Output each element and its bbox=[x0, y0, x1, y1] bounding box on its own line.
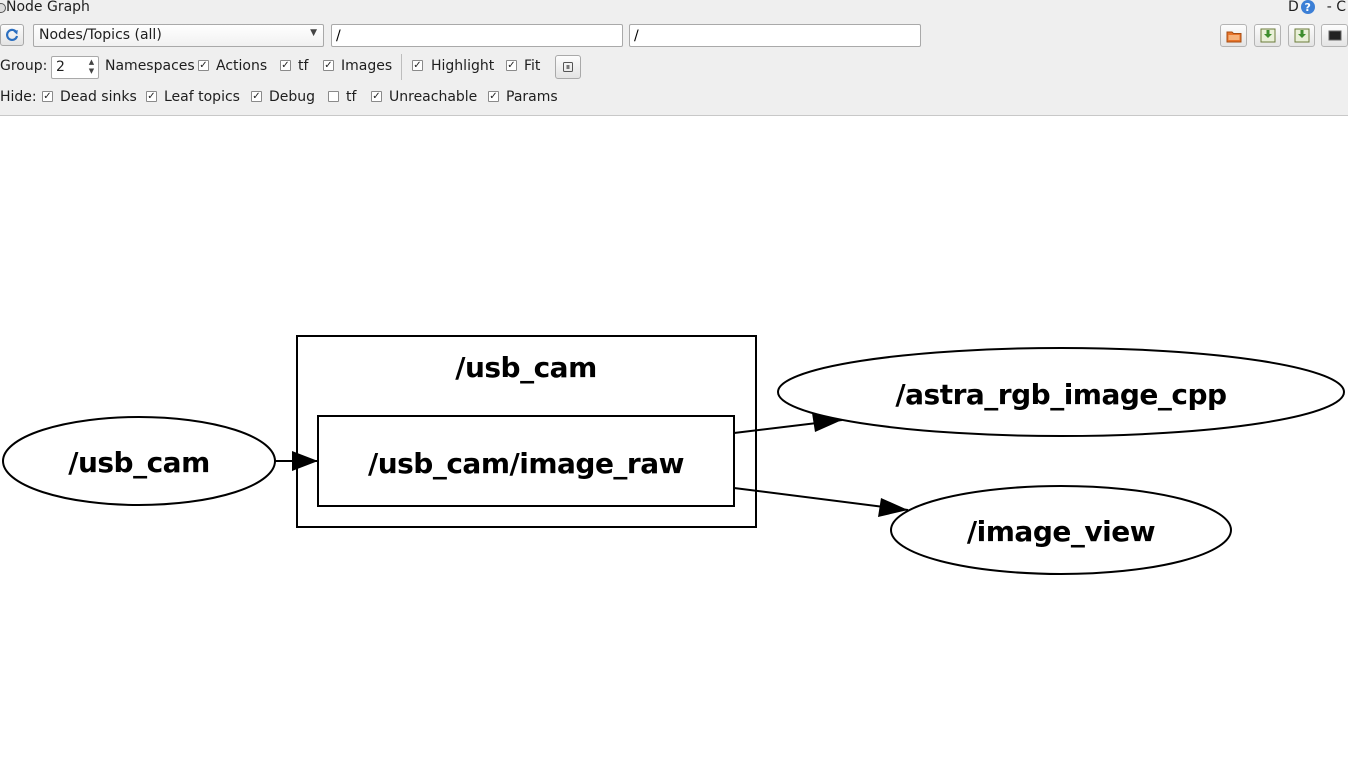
images-checkbox[interactable]: ✓ bbox=[323, 60, 334, 71]
node-astra-label: /astra_rgb_image_cpp bbox=[895, 378, 1226, 411]
window-title: Node Graph bbox=[6, 0, 90, 15]
toolbar: Node Graph D ? - C Nodes/Topics (all) ▼ bbox=[0, 0, 1348, 116]
title-bar: Node Graph D ? - C bbox=[0, 0, 1348, 16]
monitor-icon bbox=[1328, 30, 1341, 41]
edge-arrowhead bbox=[878, 498, 908, 517]
minimize-button[interactable]: - C bbox=[1326, 0, 1346, 15]
cluster-label: /usb_cam bbox=[455, 351, 597, 384]
hide-tf-label: tf bbox=[346, 89, 357, 105]
namespaces-label: Namespaces bbox=[105, 58, 195, 74]
help-icon[interactable]: ? bbox=[1300, 0, 1315, 14]
unreachable-label: Unreachable bbox=[389, 89, 478, 105]
window-icon bbox=[0, 3, 6, 13]
refresh-button[interactable] bbox=[0, 24, 24, 46]
save-dot-icon bbox=[1260, 28, 1275, 43]
dead-sinks-checkbox[interactable]: ✓ bbox=[42, 91, 53, 102]
namespace-cluster[interactable] bbox=[296, 335, 757, 528]
fit-label: Fit bbox=[524, 58, 541, 74]
topic-filter-input[interactable] bbox=[629, 24, 921, 47]
group-value: 2 bbox=[56, 59, 65, 75]
group-spinbox[interactable]: 2 ▲▼ bbox=[51, 56, 99, 79]
tf-label: tf bbox=[298, 58, 309, 74]
edge-arrowhead bbox=[292, 451, 318, 471]
node-filter-input[interactable] bbox=[331, 24, 623, 47]
debug-label: Debug bbox=[269, 89, 316, 105]
graph-svg: /usb_cam /usb_cam/image_raw /usb_cam /as… bbox=[2, 335, 1345, 575]
node-astra-rgb-image-cpp[interactable] bbox=[777, 347, 1345, 437]
node-usb-cam-label: /usb_cam bbox=[68, 446, 210, 479]
save-dot-button[interactable] bbox=[1254, 24, 1281, 47]
spin-arrows-icon[interactable]: ▲▼ bbox=[88, 58, 95, 75]
graph-type-value: Nodes/Topics (all) bbox=[39, 27, 162, 43]
fit-view-icon bbox=[563, 62, 573, 72]
dead-sinks-label: Dead sinks bbox=[60, 89, 137, 105]
leaf-topics-checkbox[interactable]: ✓ bbox=[146, 91, 157, 102]
tf-checkbox[interactable]: ✓ bbox=[280, 60, 291, 71]
node-image-view[interactable] bbox=[890, 485, 1232, 575]
hide-tf-checkbox[interactable] bbox=[328, 91, 339, 102]
save-svg-button[interactable] bbox=[1288, 24, 1315, 47]
title-fragment: D bbox=[1287, 0, 1299, 15]
edge-topic-to-image-view bbox=[733, 487, 909, 511]
title-controls: D ? - C bbox=[1288, 0, 1348, 15]
images-label: Images bbox=[341, 58, 393, 74]
save-image-button[interactable] bbox=[1321, 24, 1348, 47]
edge-arrowhead bbox=[812, 413, 842, 432]
save-svg-icon bbox=[1294, 28, 1309, 43]
options-row: Group: 2 ▲▼ Namespaces ✓ Actions ✓ tf ✓ … bbox=[0, 54, 1348, 80]
actions-checkbox[interactable]: ✓ bbox=[198, 60, 209, 71]
leaf-topics-label: Leaf topics bbox=[164, 89, 240, 105]
actions-label: Actions bbox=[216, 58, 268, 74]
group-label: Group: bbox=[0, 58, 48, 74]
toolbar-separator bbox=[401, 54, 402, 80]
refresh-icon bbox=[6, 28, 19, 41]
topic-node-image-raw[interactable] bbox=[317, 415, 735, 507]
highlight-checkbox[interactable]: ✓ bbox=[412, 60, 423, 71]
graph-type-combo[interactable]: Nodes/Topics (all) ▼ bbox=[33, 24, 324, 47]
params-label: Params bbox=[506, 89, 558, 105]
hide-row: Hide: ✓ Dead sinks ✓ Leaf topics ✓ Debug… bbox=[0, 87, 1348, 109]
highlight-label: Highlight bbox=[431, 58, 495, 74]
load-dot-button[interactable] bbox=[1220, 24, 1247, 47]
fit-view-button[interactable] bbox=[555, 55, 581, 79]
hide-label: Hide: bbox=[0, 89, 37, 105]
topic-node-label: /usb_cam/image_raw bbox=[368, 447, 684, 480]
debug-checkbox[interactable]: ✓ bbox=[251, 91, 262, 102]
graph-canvas[interactable]: /usb_cam /usb_cam/image_raw /usb_cam /as… bbox=[0, 116, 1348, 758]
chevron-down-icon: ▼ bbox=[310, 28, 317, 38]
node-image-view-label: /image_view bbox=[967, 515, 1155, 548]
params-checkbox[interactable]: ✓ bbox=[488, 91, 499, 102]
folder-icon bbox=[1226, 31, 1241, 42]
unreachable-checkbox[interactable]: ✓ bbox=[371, 91, 382, 102]
fit-checkbox[interactable]: ✓ bbox=[506, 60, 517, 71]
